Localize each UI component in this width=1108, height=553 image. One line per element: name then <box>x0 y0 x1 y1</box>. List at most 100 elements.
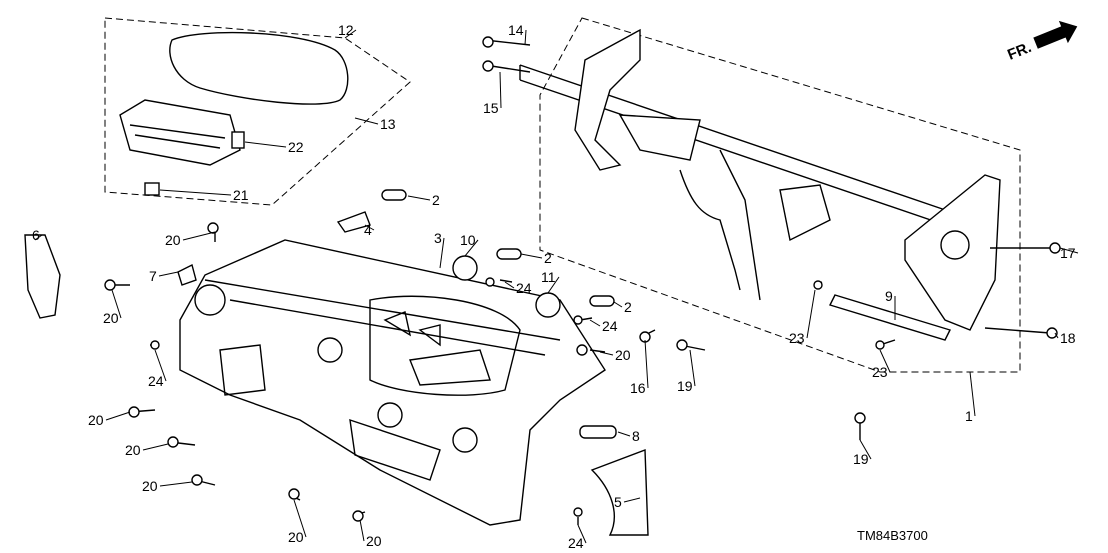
callout-3: 3 <box>434 230 442 246</box>
leader-line <box>105 411 131 421</box>
leader-line <box>359 519 365 542</box>
callout-20: 20 <box>615 347 631 363</box>
leader-line <box>644 339 649 389</box>
callout-24: 24 <box>148 373 164 389</box>
leader-line <box>524 29 527 46</box>
leader-line <box>293 499 307 538</box>
leader-line <box>504 281 515 289</box>
leader-line <box>182 231 216 241</box>
callout-8: 8 <box>632 428 640 444</box>
side-cover-5 <box>590 449 649 536</box>
leader-line <box>589 319 601 327</box>
callout-19: 19 <box>677 378 693 394</box>
callout-20: 20 <box>142 478 158 494</box>
leader-line <box>879 349 891 373</box>
callout-1: 1 <box>965 408 973 424</box>
leader-line <box>159 189 232 196</box>
callout-20: 20 <box>165 232 181 248</box>
pin-2a <box>381 189 407 201</box>
callout-4: 4 <box>364 222 372 238</box>
pin-2b <box>496 248 522 260</box>
callout-12: 12 <box>338 22 354 38</box>
airbag-module-detail <box>129 124 226 149</box>
callout-16: 16 <box>630 380 646 396</box>
brace-9 <box>829 294 951 341</box>
vent-11 <box>535 292 561 318</box>
callout-19: 19 <box>853 451 869 467</box>
callout-18: 18 <box>1060 330 1076 346</box>
pin-2c <box>589 295 615 307</box>
pad-4 <box>336 211 371 233</box>
instrument-panel-detail <box>204 279 561 396</box>
leader-line <box>1059 247 1079 254</box>
callout-17: 17 <box>1060 245 1076 261</box>
callout-2: 2 <box>544 250 552 266</box>
clip-7 <box>177 263 197 286</box>
leader-line <box>520 253 543 259</box>
callout-24: 24 <box>516 280 532 296</box>
leader-line <box>364 224 375 231</box>
callout-24: 24 <box>568 535 584 551</box>
bolts <box>104 36 1061 525</box>
leader-line <box>407 195 431 201</box>
leader-line <box>806 289 816 339</box>
callout-13: 13 <box>380 116 396 132</box>
leader-line <box>499 71 502 109</box>
leader-line <box>34 234 43 241</box>
leader-line <box>142 443 169 451</box>
callout-11: 11 <box>541 269 556 285</box>
callout-20: 20 <box>103 310 119 326</box>
callout-22: 22 <box>288 139 304 155</box>
leader-line <box>859 439 872 460</box>
leader-line <box>154 349 167 382</box>
leader-lines <box>34 29 1079 544</box>
callout-6: 6 <box>32 227 40 243</box>
leader-line <box>158 271 179 277</box>
front-arrow-label: FR. <box>1005 39 1034 64</box>
vent-10 <box>452 255 478 281</box>
leader-line <box>547 276 560 294</box>
leader-line <box>599 351 614 356</box>
leader-line <box>354 117 379 125</box>
airbag-group-box <box>104 17 411 206</box>
callout-23: 23 <box>872 364 888 380</box>
instrument-panel <box>179 239 606 526</box>
callout-21: 21 <box>233 187 249 203</box>
side-bracket <box>904 174 1001 331</box>
leader-line <box>159 481 193 487</box>
leader-line <box>439 237 445 269</box>
part-8 <box>579 425 617 439</box>
callout-23: 23 <box>789 330 805 346</box>
leader-line <box>344 29 357 39</box>
callout-10: 10 <box>460 232 476 248</box>
callout-7: 7 <box>149 268 157 284</box>
leader-line <box>613 301 623 308</box>
leader-line <box>969 371 976 417</box>
clip-22 <box>231 131 245 149</box>
leader-line <box>623 497 641 503</box>
leader-line <box>689 349 696 387</box>
steering-beam <box>519 64 961 231</box>
leader-line <box>617 431 631 437</box>
callout-20: 20 <box>366 533 382 549</box>
callout-2: 2 <box>624 299 632 315</box>
diagram-code: TM84B3700 <box>857 528 928 543</box>
clip-21 <box>144 182 160 196</box>
leader-line <box>577 524 587 544</box>
callout-15: 15 <box>483 100 499 116</box>
leader-line <box>1054 332 1059 339</box>
leader-line <box>244 141 287 148</box>
beam-group-box <box>539 17 1021 373</box>
callout-20: 20 <box>288 529 304 545</box>
callout-20: 20 <box>88 412 104 428</box>
callout-9: 9 <box>885 288 893 304</box>
callout-24: 24 <box>602 318 618 334</box>
callout-14: 14 <box>508 22 524 38</box>
leader-line <box>111 289 122 319</box>
callout-20: 20 <box>125 442 141 458</box>
leader-line <box>464 239 479 257</box>
airbag-cover <box>169 31 349 105</box>
